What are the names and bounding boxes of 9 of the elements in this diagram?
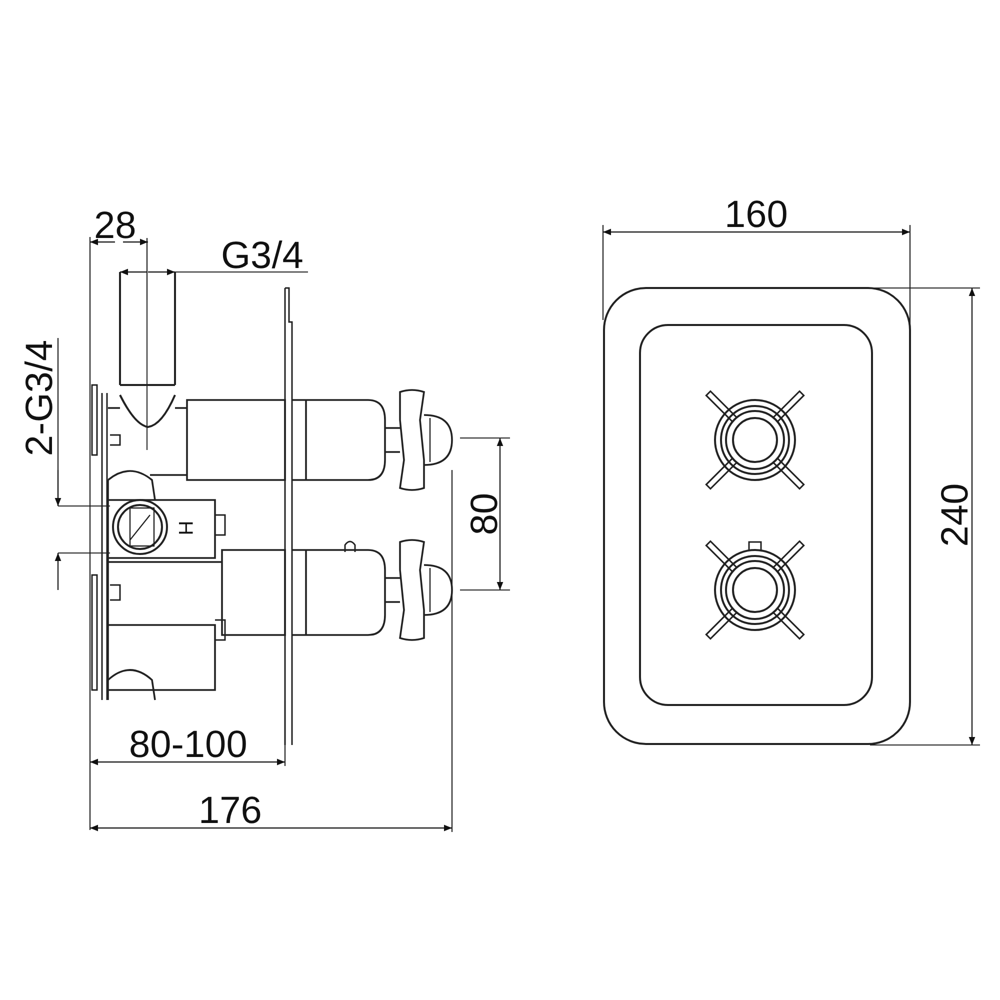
engraved-letter: H <box>175 520 196 536</box>
dimension-value: 160 <box>724 196 788 234</box>
dimension-value: 176 <box>198 792 262 830</box>
thread-size-label: G3/4 <box>221 237 304 275</box>
dimension-value: 28 <box>94 207 136 245</box>
thread-size-label: 2-G3/4 <box>21 340 60 456</box>
dimension-value: 80 <box>466 492 504 536</box>
dimension-value: 80-100 <box>129 726 248 764</box>
dimension-value: 240 <box>936 483 974 547</box>
